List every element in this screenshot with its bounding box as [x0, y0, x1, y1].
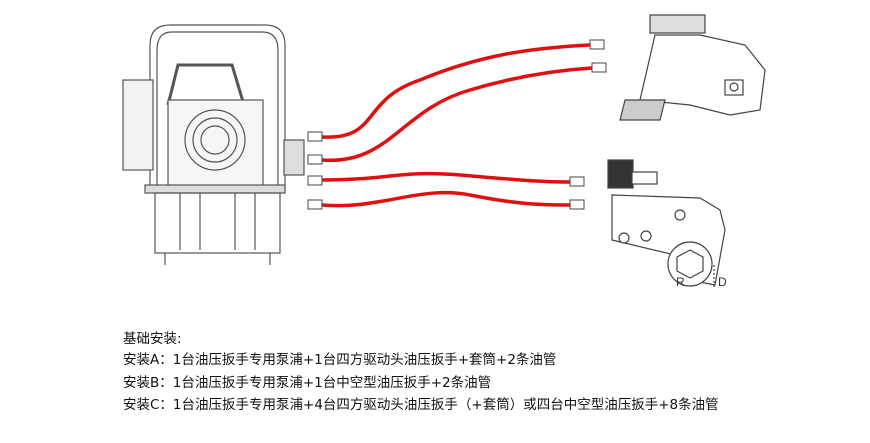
caption-title: 基础安装:	[123, 331, 182, 347]
hoses	[321, 43, 593, 208]
square-drive-wrench	[619, 14, 766, 121]
depth-label: D	[718, 275, 727, 289]
hose-couplers	[307, 39, 607, 210]
hollow-wrench	[607, 159, 726, 288]
radius-label: R	[676, 275, 685, 289]
caption-line-b: 安装B：1台油压扳手专用泵浦+1台中空型油压扳手+2条油管	[123, 375, 492, 391]
caption-line-a: 安装A：1台油压扳手专用泵浦+1台四方驱动头油压扳手+套筒+2条油管	[123, 352, 557, 368]
caption-line-c: 安装C：1台油压扳手专用泵浦+4台四方驱动头油压扳手（+套筒）或四台中空型油压扳…	[123, 397, 719, 413]
hydraulic-pump	[122, 24, 305, 265]
